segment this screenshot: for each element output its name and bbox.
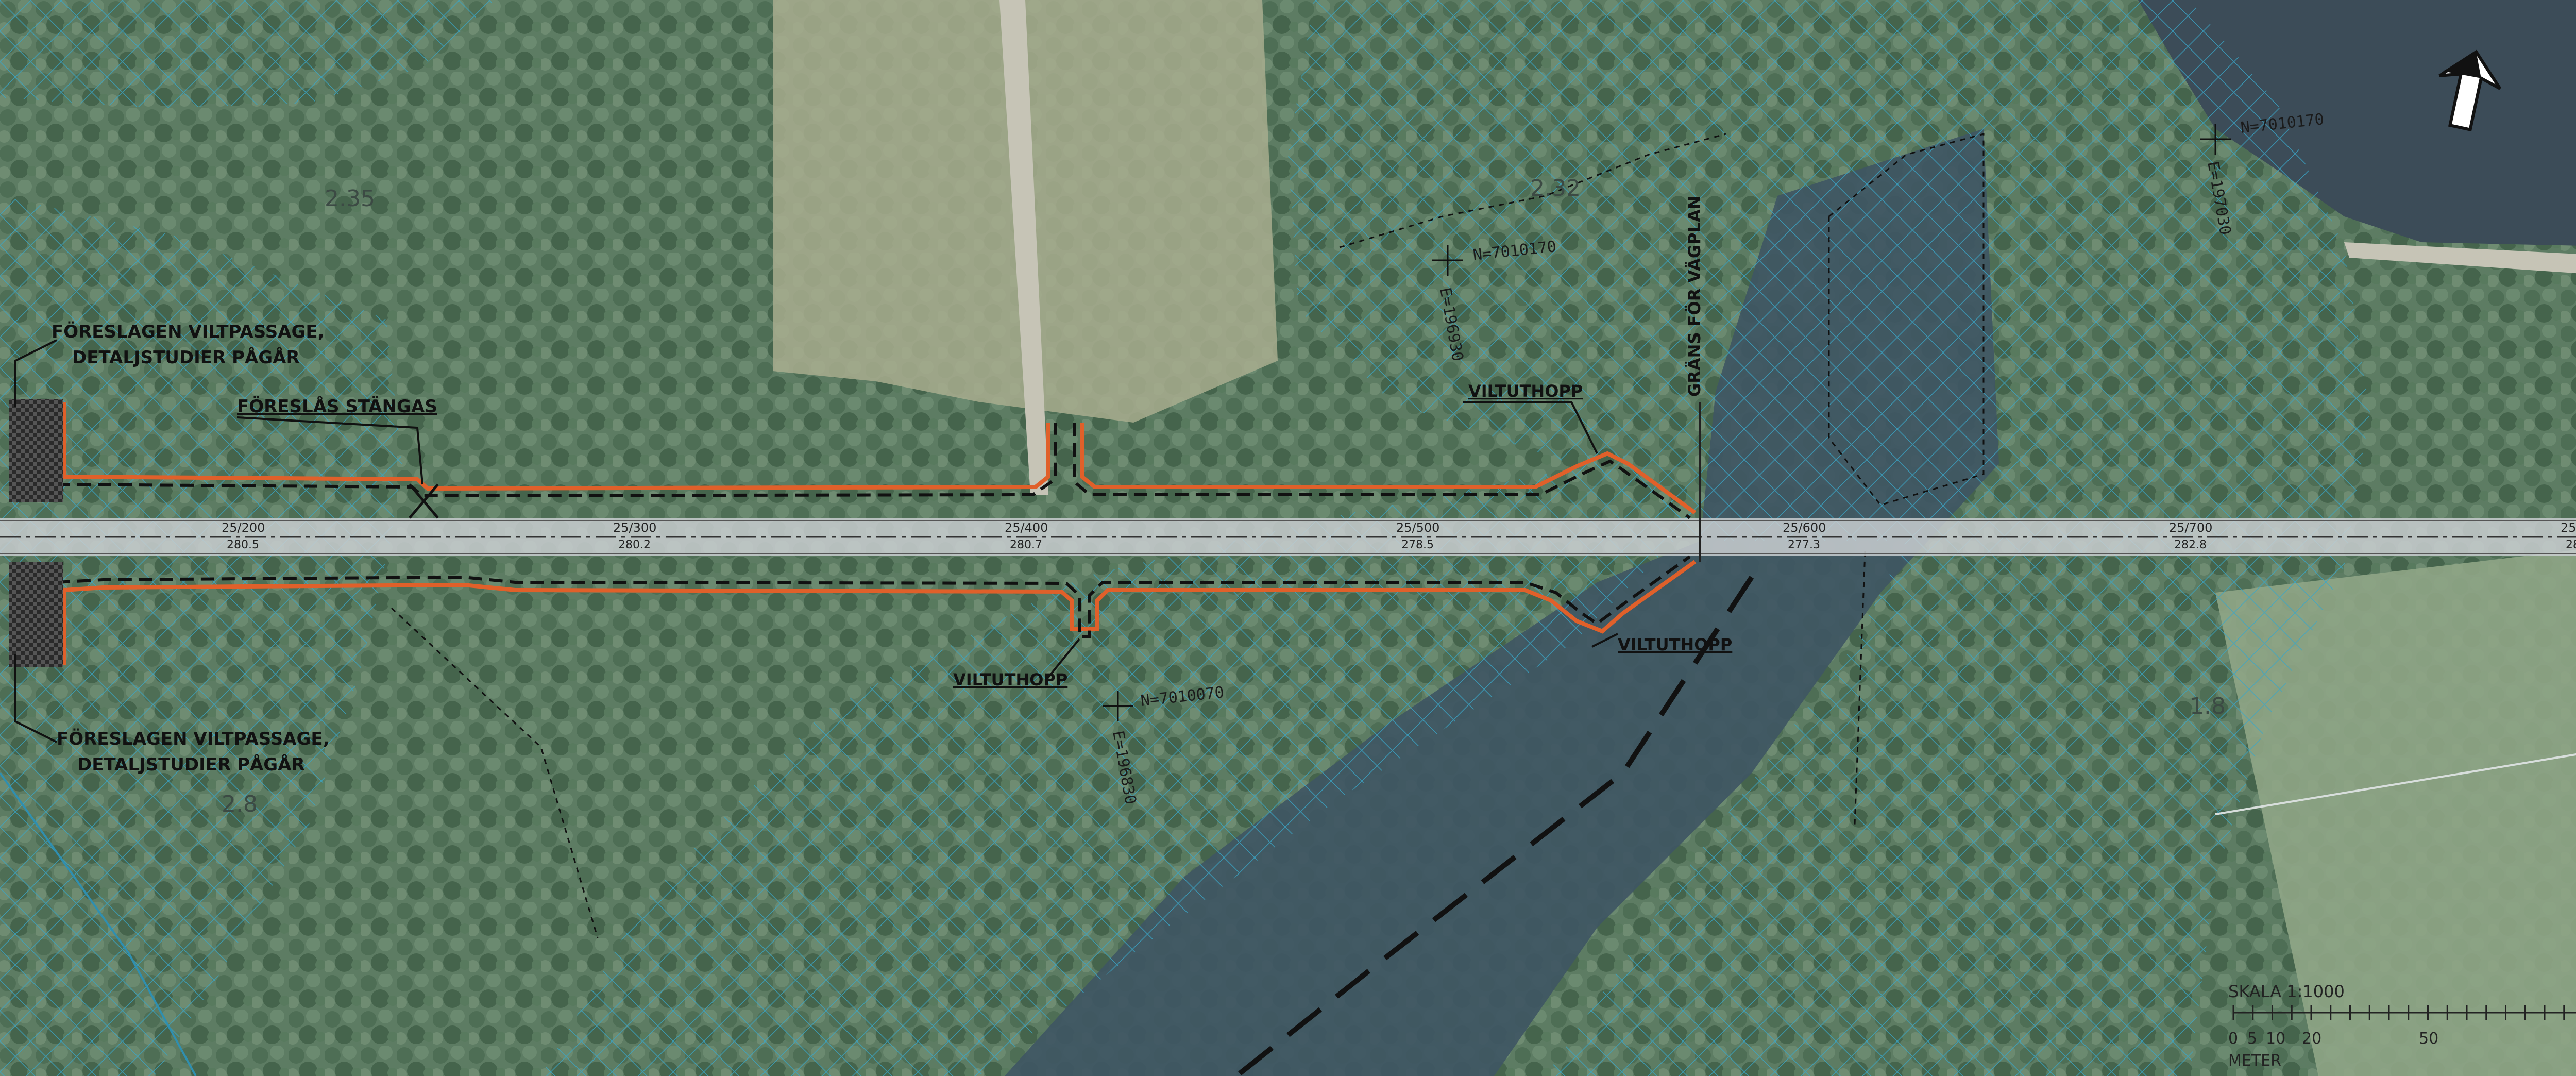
grans-vagplan-label: GRÄNS FÖR VÄGPLAN (1685, 196, 1704, 397)
chainage-elev: 280.2 (618, 539, 651, 551)
river-dash-line (1234, 576, 1754, 1076)
area-label: 2.32 (1530, 175, 1581, 201)
viltuthopp-label-1: VILTUTHOPP (1468, 381, 1583, 401)
chainage-elev: 277.3 (1788, 539, 1820, 551)
scale-tick-0: 0 (2228, 1030, 2238, 1048)
stream-line (0, 772, 197, 1076)
viltpassage-north-label: FÖRESLAGEN VILTPASSAGE, (52, 321, 325, 342)
chainage-elev: 278.5 (1401, 539, 1434, 551)
viltuthopp-label-3: VILTUTHOPP (1618, 635, 1732, 654)
area-label: 1.8 (2190, 693, 2226, 719)
field-area-east (2215, 550, 2576, 1076)
viltpassage-south-label-2: DETALJSTUDIER PÅGÅR (77, 754, 305, 775)
leader-lines (14, 339, 1618, 743)
scale-tick-20: 20 (2302, 1030, 2321, 1048)
chainage-station: 25/800 (2561, 520, 2576, 535)
area-label: 2.8 (222, 791, 258, 817)
chainage-elev: 280.5 (227, 539, 259, 551)
scale-title: SKALA 1:1000 (2228, 982, 2345, 1001)
fence-south (55, 555, 1697, 665)
wildlife-passage-south (9, 562, 63, 667)
closure-cross-b (409, 483, 439, 519)
viltpassage-south-label: FÖRESLAGEN VILTPASSAGE, (57, 728, 330, 749)
chainage-station: 25/500 (1396, 520, 1439, 535)
chainage-elev: 282.8 (2174, 539, 2207, 551)
hatch-zone-center (541, 464, 1700, 1076)
chainage-station: 25/700 (2169, 520, 2212, 535)
north-arrow-icon[interactable] (2430, 45, 2506, 134)
stangas-label: FÖRESLÅS STÄNGAS (237, 396, 437, 417)
hatch-zone-west (0, 196, 402, 1076)
chainage-station: 25/600 (1783, 520, 1826, 535)
gravel-road-east (2344, 242, 2576, 274)
scale-tick-50: 50 (2419, 1030, 2438, 1048)
gravel-road-north (999, 0, 1048, 495)
scale-bar: SKALA 1:1000 0 5 10 20 50 100 METER (2228, 982, 2576, 1070)
chainage-station: 25/400 (1005, 520, 1048, 535)
boundary-line-4 (1854, 551, 1866, 825)
boundary-line-2 (1828, 133, 1985, 506)
viltpassage-north-label-2: DETALJSTUDIER PÅGÅR (72, 347, 300, 368)
hatch-zone-northwest (0, 0, 495, 108)
coordinate-cross (1103, 124, 2231, 721)
chainage-elev: 283.5 (2566, 539, 2576, 551)
viltuthopp-label-2: VILTUTHOPP (953, 670, 1067, 690)
scale-unit: METER (2228, 1052, 2281, 1070)
scale-tick-5: 5 (2247, 1030, 2257, 1048)
scale-tick-10: 10 (2266, 1030, 2285, 1048)
wildlife-passage-north (9, 399, 63, 502)
chainage-station: 25/300 (613, 520, 656, 535)
area-label: 2.35 (325, 186, 375, 212)
chainage-elev: 280.7 (1010, 539, 1042, 551)
power-line (2215, 753, 2576, 815)
chainage-station: 25/200 (222, 520, 265, 535)
